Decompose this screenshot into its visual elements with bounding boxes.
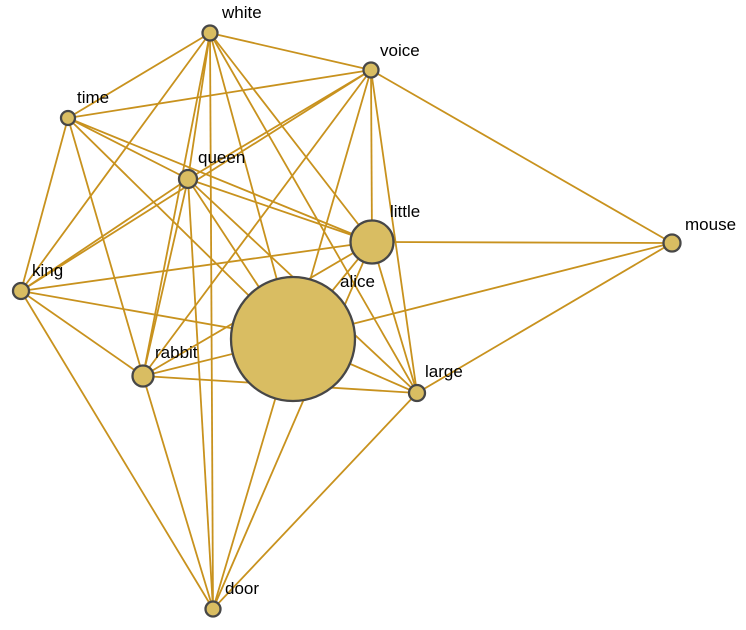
node-label-rabbit: rabbit: [155, 343, 198, 362]
edge-king-rabbit: [20, 290, 144, 377]
edge-queen-little: [187, 178, 373, 243]
edge-voice-time: [67, 69, 372, 119]
node-label-white: white: [221, 3, 262, 22]
node-label-little: little: [390, 202, 420, 221]
node-label-queen: queen: [198, 148, 245, 167]
edge-rabbit-door: [142, 375, 214, 610]
nodes-layer: [11, 24, 682, 618]
edge-king-door: [20, 290, 214, 610]
node-label-door: door: [225, 579, 259, 598]
edge-large-door: [212, 392, 418, 610]
labels-layer: white voice time queen little mouse king alice r…: [32, 3, 736, 598]
edge-little-mouse: [371, 241, 673, 244]
node-label-time: time: [77, 88, 109, 107]
node-label-voice: voice: [380, 41, 420, 60]
edge-time-queen: [67, 117, 189, 180]
node-large[interactable]: [407, 383, 427, 403]
edge-white-little: [209, 32, 373, 243]
node-white[interactable]: [201, 24, 219, 42]
node-time[interactable]: [59, 109, 77, 127]
node-little[interactable]: [349, 219, 395, 265]
edge-time-little: [67, 117, 373, 243]
edge-white-voice: [209, 32, 372, 71]
node-king[interactable]: [11, 281, 31, 301]
node-label-alice: alice: [340, 272, 375, 291]
edge-voice-little: [370, 69, 373, 243]
edge-white-king: [20, 32, 211, 292]
node-label-mouse: mouse: [685, 215, 736, 234]
node-queen[interactable]: [177, 168, 199, 190]
edge-white-door: [209, 32, 214, 610]
edge-queen-door: [187, 178, 214, 610]
edge-white-rabbit: [142, 32, 211, 377]
node-label-large: large: [425, 362, 463, 381]
node-mouse[interactable]: [662, 233, 682, 253]
node-rabbit[interactable]: [131, 364, 155, 388]
node-voice[interactable]: [362, 61, 380, 79]
node-label-king: king: [32, 261, 63, 280]
edge-little-large: [371, 241, 418, 394]
node-alice[interactable]: [229, 275, 357, 403]
edge-time-rabbit: [67, 117, 144, 377]
node-door[interactable]: [204, 600, 222, 618]
